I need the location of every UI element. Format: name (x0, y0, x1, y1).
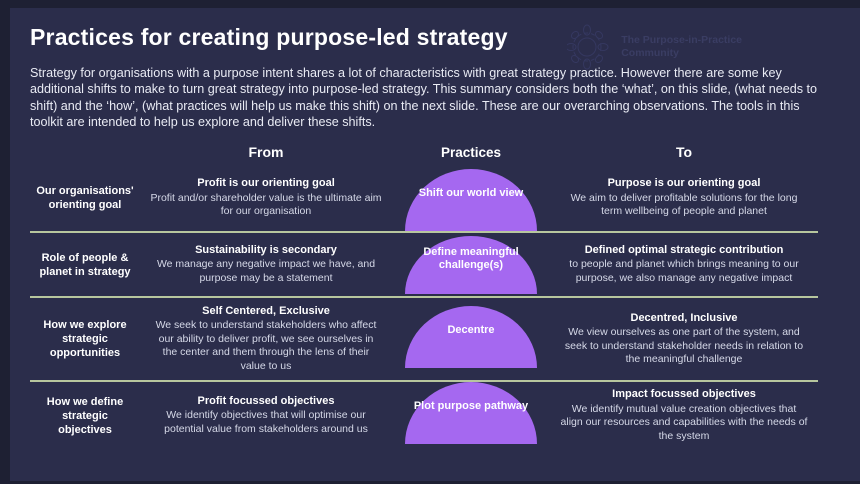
company-watermark: The Purpose-in-Practice Community (567, 24, 742, 70)
row-label: Role of people & planet in strategy (39, 251, 131, 278)
to-title: Defined optimal strategic contribution (584, 243, 784, 256)
from-body: We seek to understand stakeholders who a… (155, 319, 377, 372)
practice-badge: Shift our world view (405, 169, 537, 231)
column-header-practices: Practices (440, 144, 502, 160)
from-cell: Profit is our orienting goal Profit and/… (140, 177, 392, 219)
to-title: Purpose is our orienting goal (607, 177, 761, 190)
table-row-orienting-goal: Our organisations' orienting goal Profit… (30, 165, 818, 233)
practice-cell: Define meaningful challenge(s) (392, 233, 550, 296)
practice-cell: Plot purpose pathway (392, 382, 550, 449)
from-title: Profit focussed objectives (197, 394, 335, 407)
row-label: How we define strategic objectives (46, 395, 124, 436)
from-body: We identify objectives that will optimis… (164, 409, 368, 435)
from-title: Profit is our orienting goal (197, 177, 335, 190)
intro-paragraph: Strategy for organisations with a purpos… (30, 66, 818, 129)
from-body: We manage any negative impact we have, a… (156, 258, 376, 284)
from-cell: Self Centered, Exclusive We seek to unde… (140, 305, 392, 374)
to-title: Impact focussed objectives (612, 388, 756, 400)
row-label: Our organisations' orienting goal (36, 185, 134, 211)
column-header-to: To (675, 144, 693, 160)
to-cell: Impact focussed objectives We identify m… (550, 388, 818, 443)
table-row-people-planet: Role of people & planet in strategy Sust… (30, 233, 818, 298)
to-body: We identify mutual value creation object… (560, 402, 808, 442)
presentation-slide: The Purpose-in-Practice Community Practi… (10, 8, 860, 481)
from-title: Sustainability is secondary (195, 243, 337, 256)
to-cell: Purpose is our orienting goal We aim to … (550, 177, 818, 219)
practice-cell: Shift our world view (392, 165, 550, 231)
from-to-table: From Practices To Our organisations' ori… (30, 139, 818, 449)
table-row-explore-opportunities: How we explore strategic opportunities S… (30, 298, 818, 382)
practice-badge: Decentre (405, 306, 537, 368)
to-body: to people and planet which brings meanin… (569, 258, 799, 284)
flower-logo-icon (567, 24, 609, 70)
from-body: Profit and/or shareholder value is the u… (150, 191, 382, 218)
slide-title: Practices for creating purpose-led strat… (30, 24, 508, 50)
row-label: How we explore strategic opportunities (43, 319, 127, 359)
from-title: Self Centered, Exclusive (202, 304, 330, 317)
to-cell: Defined optimal strategic contribution t… (550, 244, 818, 286)
table-row-define-objectives: How we define strategic objectives Profi… (30, 382, 818, 449)
to-cell: Decentred, Inclusive We view ourselves a… (550, 312, 818, 367)
column-header-from: From (248, 144, 284, 160)
from-cell: Sustainability is secondary We manage an… (140, 244, 392, 286)
watermark-line1: The Purpose-in-Practice (621, 34, 742, 46)
to-body: We aim to deliver profitable solutions f… (570, 191, 798, 218)
practice-badge: Plot purpose pathway (405, 382, 537, 444)
practice-badge: Define meaningful challenge(s) (405, 236, 537, 294)
from-cell: Profit focussed objectives We identify o… (140, 395, 392, 437)
practice-cell: Decentre (392, 298, 550, 380)
to-body: We view ourselves as one part of the sys… (564, 326, 804, 365)
to-title: Decentred, Inclusive (630, 311, 738, 324)
table-header-row: From Practices To (30, 139, 818, 165)
watermark-line2: Community (621, 47, 679, 59)
watermark-text: The Purpose-in-Practice Community (621, 34, 742, 60)
